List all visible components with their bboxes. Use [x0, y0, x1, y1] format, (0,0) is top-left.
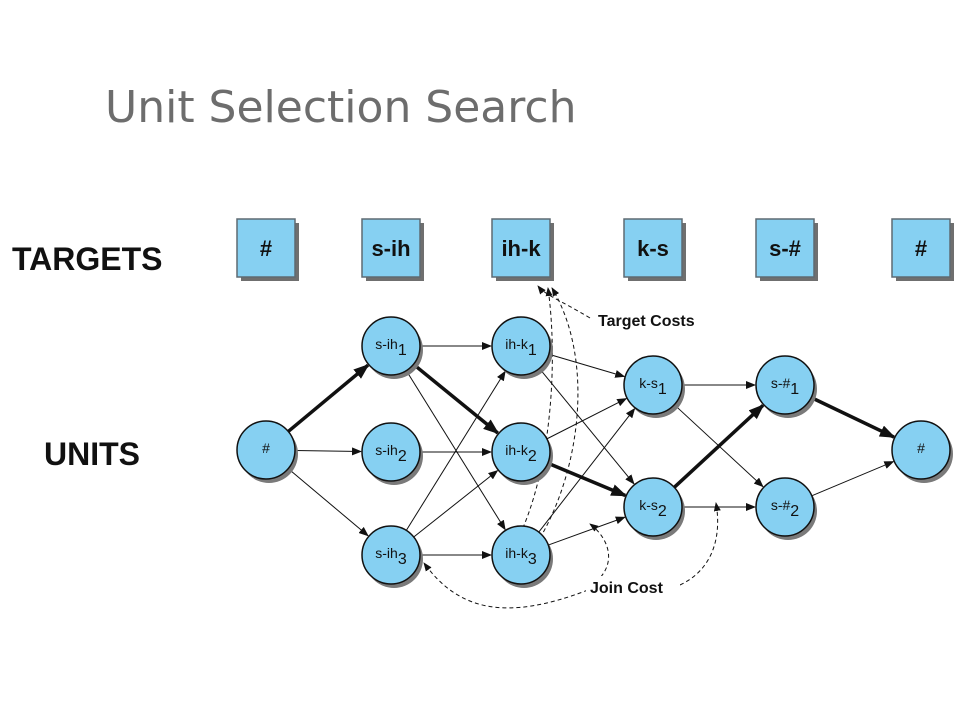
join-cost-arrow-mid [589, 523, 609, 583]
target-costs-label-bg [594, 309, 720, 331]
target-cost-arrow-label [537, 285, 591, 319]
edge-sih3-ihk2 [413, 470, 499, 538]
unit-node-sih1: s-ih1 [361, 316, 423, 379]
join-cost-label-bg [586, 576, 680, 598]
target-label: s-# [769, 236, 801, 261]
edge-ihk3-ks1 [538, 407, 636, 533]
unit-label: # [262, 440, 270, 456]
unit-node-start: # [236, 420, 298, 483]
join-cost-label: Join Cost [590, 580, 664, 597]
target-box-3: ih-k [491, 218, 554, 281]
target-boxes: # s-ih ih-k k-s s-# # [236, 218, 954, 281]
target-box-4: k-s [623, 218, 686, 281]
target-box-6: # [891, 218, 954, 281]
unit-node-ihk1: ih-k1 [491, 316, 553, 379]
target-label: # [915, 236, 927, 261]
units-row-label: UNITS [44, 436, 140, 472]
target-box-2: s-ih [361, 218, 424, 281]
edge-sh2-end [811, 461, 895, 497]
unit-node-sih2: s-ih2 [361, 422, 423, 485]
unit-node-ihk2: ih-k2 [491, 422, 553, 485]
target-costs-label: Target Costs [598, 313, 695, 330]
unit-label: # [917, 440, 925, 456]
slide-title: Unit Selection Search [105, 82, 577, 133]
target-label: ih-k [501, 236, 541, 261]
unit-node-ks1: k-s1 [623, 355, 685, 418]
edge-start-sih3 [287, 468, 369, 537]
edge-ihk3-ks2 [548, 516, 626, 546]
target-label: s-ih [371, 236, 410, 261]
edge-ihk1-ks2 [539, 368, 635, 485]
target-label: # [260, 236, 272, 261]
unit-nodes: # s-ih1 s-ih2 s-ih3 ih-k1 ih-k2 ih-k3 k-s1 k-s2 s… [236, 316, 953, 588]
target-label: k-s [637, 236, 669, 261]
join-cost-arrow-left [423, 562, 589, 609]
best-path-edge-sh1-end [810, 395, 896, 439]
join-cost-arrow-right [679, 502, 721, 586]
target-box-5: s-# [755, 218, 818, 281]
target-box-1: # [236, 218, 299, 281]
unit-node-ks2: k-s2 [623, 477, 685, 540]
targets-row-label: TARGETS [12, 241, 163, 277]
edge-ihk2-ks1 [546, 398, 628, 440]
unit-node-ihk3: ih-k3 [491, 525, 553, 588]
unit-node-sih3: s-ih3 [361, 525, 423, 588]
unit-node-sh2: s-#2 [755, 477, 817, 540]
edge-start-sih2 [294, 447, 363, 456]
best-path-edge-sih1-ihk2 [412, 362, 500, 435]
lattice-edges [287, 342, 896, 559]
edge-ihk1-ks1 [548, 353, 626, 378]
unit-node-sh1: s-#1 [755, 355, 817, 418]
best-path-edge-ks2-sh1 [673, 404, 765, 489]
target-cost-arrow-ihk2 [539, 287, 579, 539]
cost-arrows [423, 285, 721, 609]
target-cost-arrow-ihk3 [516, 287, 553, 542]
edge-sih3-ihk1 [405, 370, 506, 531]
unit-node-end: # [891, 420, 953, 483]
best-path-edge-start-sih1 [287, 363, 370, 433]
best-path-edge-ihk2-ks2 [547, 461, 628, 498]
